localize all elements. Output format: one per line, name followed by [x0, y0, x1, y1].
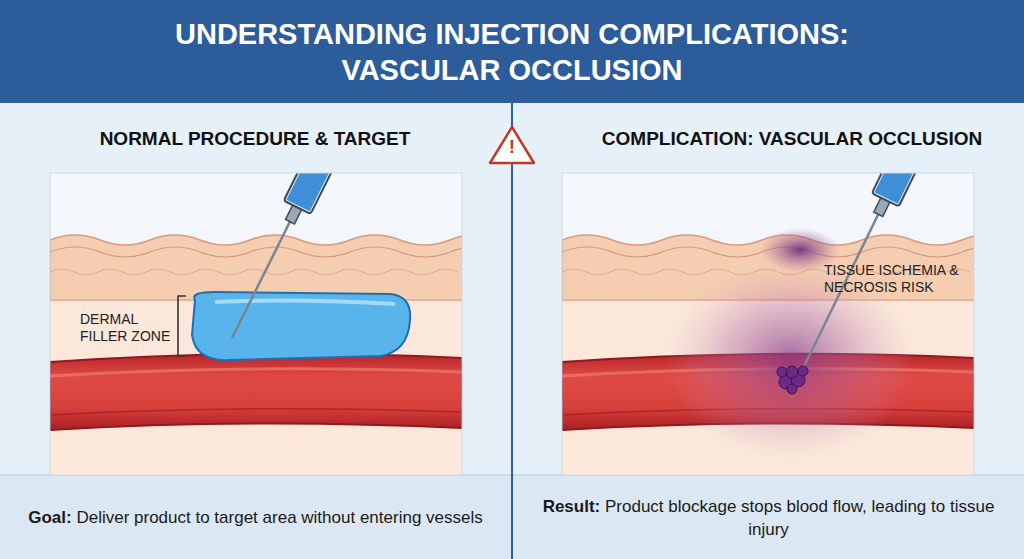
caption-text: Goal: Deliver product to target area wit… — [26, 506, 486, 529]
caption-body: Product blockage stops blood flow, leadi… — [605, 497, 994, 539]
panel-title: NORMAL PROCEDURE & TARGET — [100, 128, 411, 150]
title: UNDERSTANDING INJECTION COMPLICATIONS: V… — [132, 16, 892, 88]
title-band: UNDERSTANDING INJECTION COMPLICATIONS: V… — [0, 0, 1024, 103]
caption-lead: Goal: — [28, 508, 71, 527]
warning-mark: ! — [503, 136, 521, 158]
caption-box: Result: Product blockage stops blood flo… — [513, 476, 1024, 559]
panel-title: COMPLICATION: VASCULAR OCCLUSION — [602, 128, 982, 150]
caption-text: Result: Product blockage stops blood flo… — [539, 495, 999, 541]
caption-body: Deliver product to target area without e… — [76, 508, 482, 527]
caption-box: Goal: Deliver product to target area wit… — [0, 476, 511, 559]
risk-label: TISSUE ISCHEMIA & NECROSIS RISK — [824, 262, 964, 296]
panel-heading: COMPLICATION: VASCULAR OCCLUSION — [514, 106, 1024, 172]
panel-heading: NORMAL PROCEDURE & TARGET — [0, 106, 510, 172]
caption-lead: Result: — [543, 497, 601, 516]
zone-label: DERMAL FILLER ZONE — [80, 311, 174, 345]
